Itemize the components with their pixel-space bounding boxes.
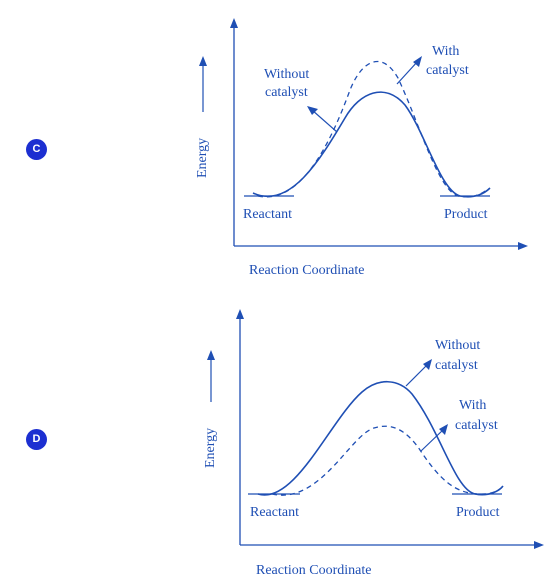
c-with-catalyst-curve (257, 60, 489, 198)
c-product-label: Product (444, 207, 488, 222)
d-x-axis-arrowhead (534, 541, 544, 549)
c-x-axis-arrowhead (518, 242, 528, 250)
c-with-line2: catalyst (426, 63, 469, 78)
d-energy-label: Energy (203, 428, 218, 468)
d-without-pointer (405, 363, 429, 387)
d-with-line2: catalyst (455, 418, 498, 433)
c-y-axis-arrowhead (230, 18, 238, 28)
option-c-diagram: Energy Without catalyst With catalyst Re… (195, 18, 528, 278)
d-reactant-label: Reactant (250, 505, 299, 520)
c-energy-label: Energy (195, 138, 210, 178)
d-without-pointer-head (423, 359, 432, 370)
c-energy-arrowhead (199, 56, 207, 66)
d-product-label: Product (456, 505, 500, 520)
option-d-badge[interactable]: D (26, 429, 47, 450)
c-without-pointer-head (307, 106, 318, 115)
d-without-catalyst-curve (257, 380, 504, 496)
c-with-pointer (396, 60, 419, 85)
d-x-axis-label: Reaction Coordinate (256, 563, 371, 578)
c-without-pointer (311, 109, 338, 133)
d-y-axis-arrowhead (236, 309, 244, 319)
d-without-line2: catalyst (435, 358, 478, 373)
c-without-line1: Without (264, 67, 309, 82)
d-with-line1: With (459, 398, 486, 413)
c-with-pointer-head (413, 56, 422, 67)
c-reactant-label: Reactant (243, 207, 292, 222)
option-c-badge[interactable]: C (26, 139, 47, 160)
d-with-pointer-head (439, 424, 448, 435)
d-with-catalyst-curve (271, 425, 504, 496)
d-energy-arrowhead (207, 350, 215, 360)
c-x-axis-label: Reaction Coordinate (249, 263, 364, 278)
d-with-pointer (420, 428, 445, 452)
c-without-line2: catalyst (265, 85, 308, 100)
c-with-line1: With (432, 44, 459, 59)
c-without-catalyst-curve (252, 91, 491, 198)
d-without-line1: Without (435, 338, 480, 353)
option-d-diagram: Energy Without catalyst With catalyst Re… (203, 309, 544, 578)
